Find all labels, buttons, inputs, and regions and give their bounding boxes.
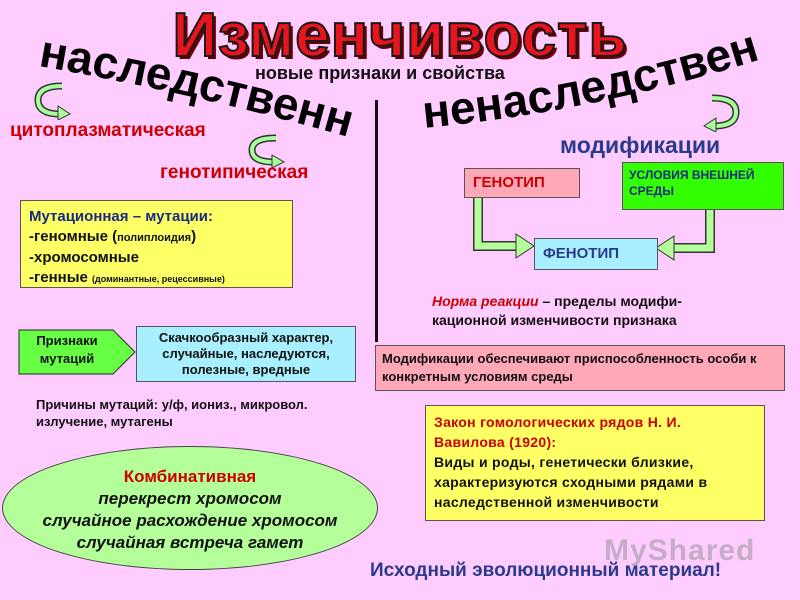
combinative-line: перекрест хромосом [98, 489, 282, 508]
signs-label: Признаки мутаций [36, 333, 98, 366]
curved-arrow-icon [248, 134, 286, 169]
arrow-conditions-phenotype [655, 210, 715, 261]
curved-headings: наследственная ненаследственная [0, 0, 764, 147]
mutational-box: Мутационная – мутации: -геномные (полипл… [20, 200, 293, 288]
mutation-item: -генные (доминантные, рецессивные) [29, 269, 225, 286]
norm-text: кационной изменчивости признака [432, 312, 677, 328]
law-heading: Вавилова (1920): [434, 434, 557, 450]
combinative-heading: Комбинативная [123, 467, 257, 486]
adaptation-box: Модификации обеспечивают приспособленнос… [375, 345, 785, 391]
footer-text: Исходный эволюционный материал! [370, 560, 722, 581]
subtitle: новые признаки и свойства [255, 63, 505, 83]
mutation-item: -хромосомные [29, 249, 139, 266]
genotype-box: ГЕНОТИП [464, 168, 580, 198]
mutational-heading: Мутационная – мутации: [29, 208, 213, 225]
watermark: MyShared [604, 534, 756, 567]
law-body: Виды и роды, генетически близкие, характ… [434, 454, 708, 510]
mutation-causes: Причины мутаций: у/ф, иониз., микровол. … [36, 397, 308, 429]
curved-arrow-icon [34, 82, 71, 120]
phenotype-box: ФЕНОТИП [534, 238, 658, 270]
signs-box: Скачкообразный характер, случайные, насл… [136, 326, 356, 382]
label-genotypic: генотипическая [160, 162, 309, 183]
conditions-box: УСЛОВИЯ ВНЕШНЕЙ СРЕДЫ [622, 162, 784, 210]
norm-text: – пределы модифи- [538, 293, 682, 309]
signs-arrow-shape [18, 329, 136, 375]
label-cytoplasmic: цитоплазматическая [10, 120, 206, 141]
combinative-ellipse [2, 446, 378, 570]
combinative-line: случайное расхождение хромосом [42, 511, 338, 530]
norm-term: Норма реакции [432, 293, 539, 309]
mutation-item: -геномные (полиплоидия) [29, 228, 197, 245]
vavilov-law-box: Закон гомологических рядов Н. И. Вавилов… [425, 405, 765, 521]
arrow-genotype-phenotype [473, 198, 535, 259]
page-title: Изменчивость [171, 0, 628, 71]
combinative-line: случайная встреча гамет [76, 533, 304, 552]
curved-arrow-icon [703, 94, 740, 132]
combinative-text: Комбинативная перекрест хромосом случайн… [2, 466, 378, 554]
law-heading: Закон гомологических рядов Н. И. [434, 414, 682, 430]
label-modifications: модификации [560, 132, 721, 158]
norm-of-reaction: Норма реакции – пределы модифи- кационно… [432, 292, 782, 330]
column-divider [375, 100, 378, 342]
